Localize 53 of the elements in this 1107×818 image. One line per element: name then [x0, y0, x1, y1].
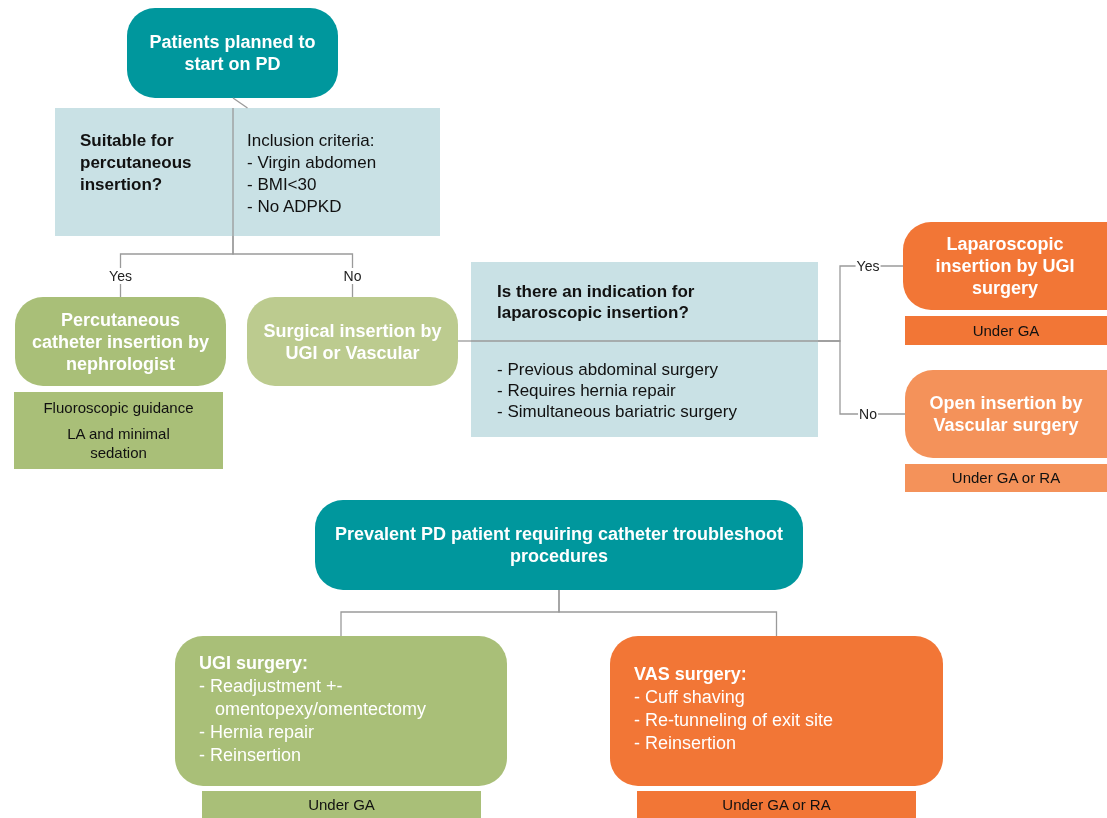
criteria-text: - No ADPKD	[247, 196, 343, 218]
edge-label: Yes	[855, 258, 881, 274]
criteria-text: - Requires hernia repair	[497, 380, 677, 401]
list-item-text: - Reinsertion	[199, 744, 303, 767]
process-box	[15, 297, 226, 386]
heading-text: UGI surgery:	[199, 652, 310, 675]
process-box	[175, 636, 507, 786]
criteria-text: - Virgin abdomen	[247, 152, 377, 174]
edge-label: Yes	[108, 268, 133, 284]
decision-box	[471, 262, 818, 437]
node-text: Prevalent PD patient requiring catheter troubleshoot procedures	[333, 523, 785, 567]
connector-line	[232, 97, 249, 109]
decision-box	[55, 108, 440, 236]
node-text: Patients planned to start on PD	[148, 31, 317, 75]
start-box	[127, 8, 338, 98]
connector-line	[558, 589, 778, 637]
connector-line	[457, 340, 472, 342]
note-text: Fluoroscopic guidance	[43, 398, 194, 417]
process-box	[903, 222, 1107, 310]
process-box	[247, 297, 458, 386]
note-box	[637, 791, 916, 818]
note-box	[905, 464, 1107, 492]
question-text: Suitable for percutaneous insertion?	[80, 130, 193, 196]
node-text: Open insertion by Vascular surgery	[928, 392, 1084, 436]
list-item-text: - Hernia repair	[199, 721, 316, 744]
criteria-text: Inclusion criteria:	[247, 130, 376, 152]
criteria-text: - Simultaneous bariatric surgery	[497, 401, 738, 422]
connector-line	[817, 340, 906, 415]
edge-label: No	[342, 268, 363, 284]
process-box	[610, 636, 943, 786]
list-item-text: - Reinsertion	[634, 732, 738, 755]
note-box	[14, 392, 223, 469]
node-text: Under GA or RA	[722, 794, 831, 815]
edge-label: No	[858, 406, 878, 422]
list-item-text: - Cuff shaving	[634, 686, 746, 709]
question-text: Is there an indication for laparoscopic insertion?	[497, 281, 696, 324]
note-box	[905, 316, 1107, 345]
connector-line	[232, 235, 354, 298]
node-text: Laparoscopic insertion by UGI surgery	[934, 233, 1076, 299]
list-item-text: - Re-tunneling of exit site	[634, 709, 835, 732]
note-box	[202, 791, 481, 818]
node-text: Under GA	[308, 794, 375, 815]
start-box	[315, 500, 803, 590]
criteria-text: - BMI<30	[247, 174, 318, 196]
node-text: Under GA or RA	[951, 468, 1061, 488]
heading-text: VAS surgery:	[634, 663, 748, 686]
node-text: Surgical insertion by UGI or Vascular	[262, 319, 443, 364]
criteria-text: - Previous abdominal surgery	[497, 359, 720, 380]
process-box	[905, 370, 1107, 458]
note-text: LA and minimal sedation	[66, 424, 171, 462]
node-text: Percutaneous catheter insertion by nephrologist	[30, 308, 210, 375]
list-item-text: - Readjustment +- omentopexy/omentectomy	[199, 675, 428, 721]
node-text: Under GA	[972, 320, 1040, 341]
